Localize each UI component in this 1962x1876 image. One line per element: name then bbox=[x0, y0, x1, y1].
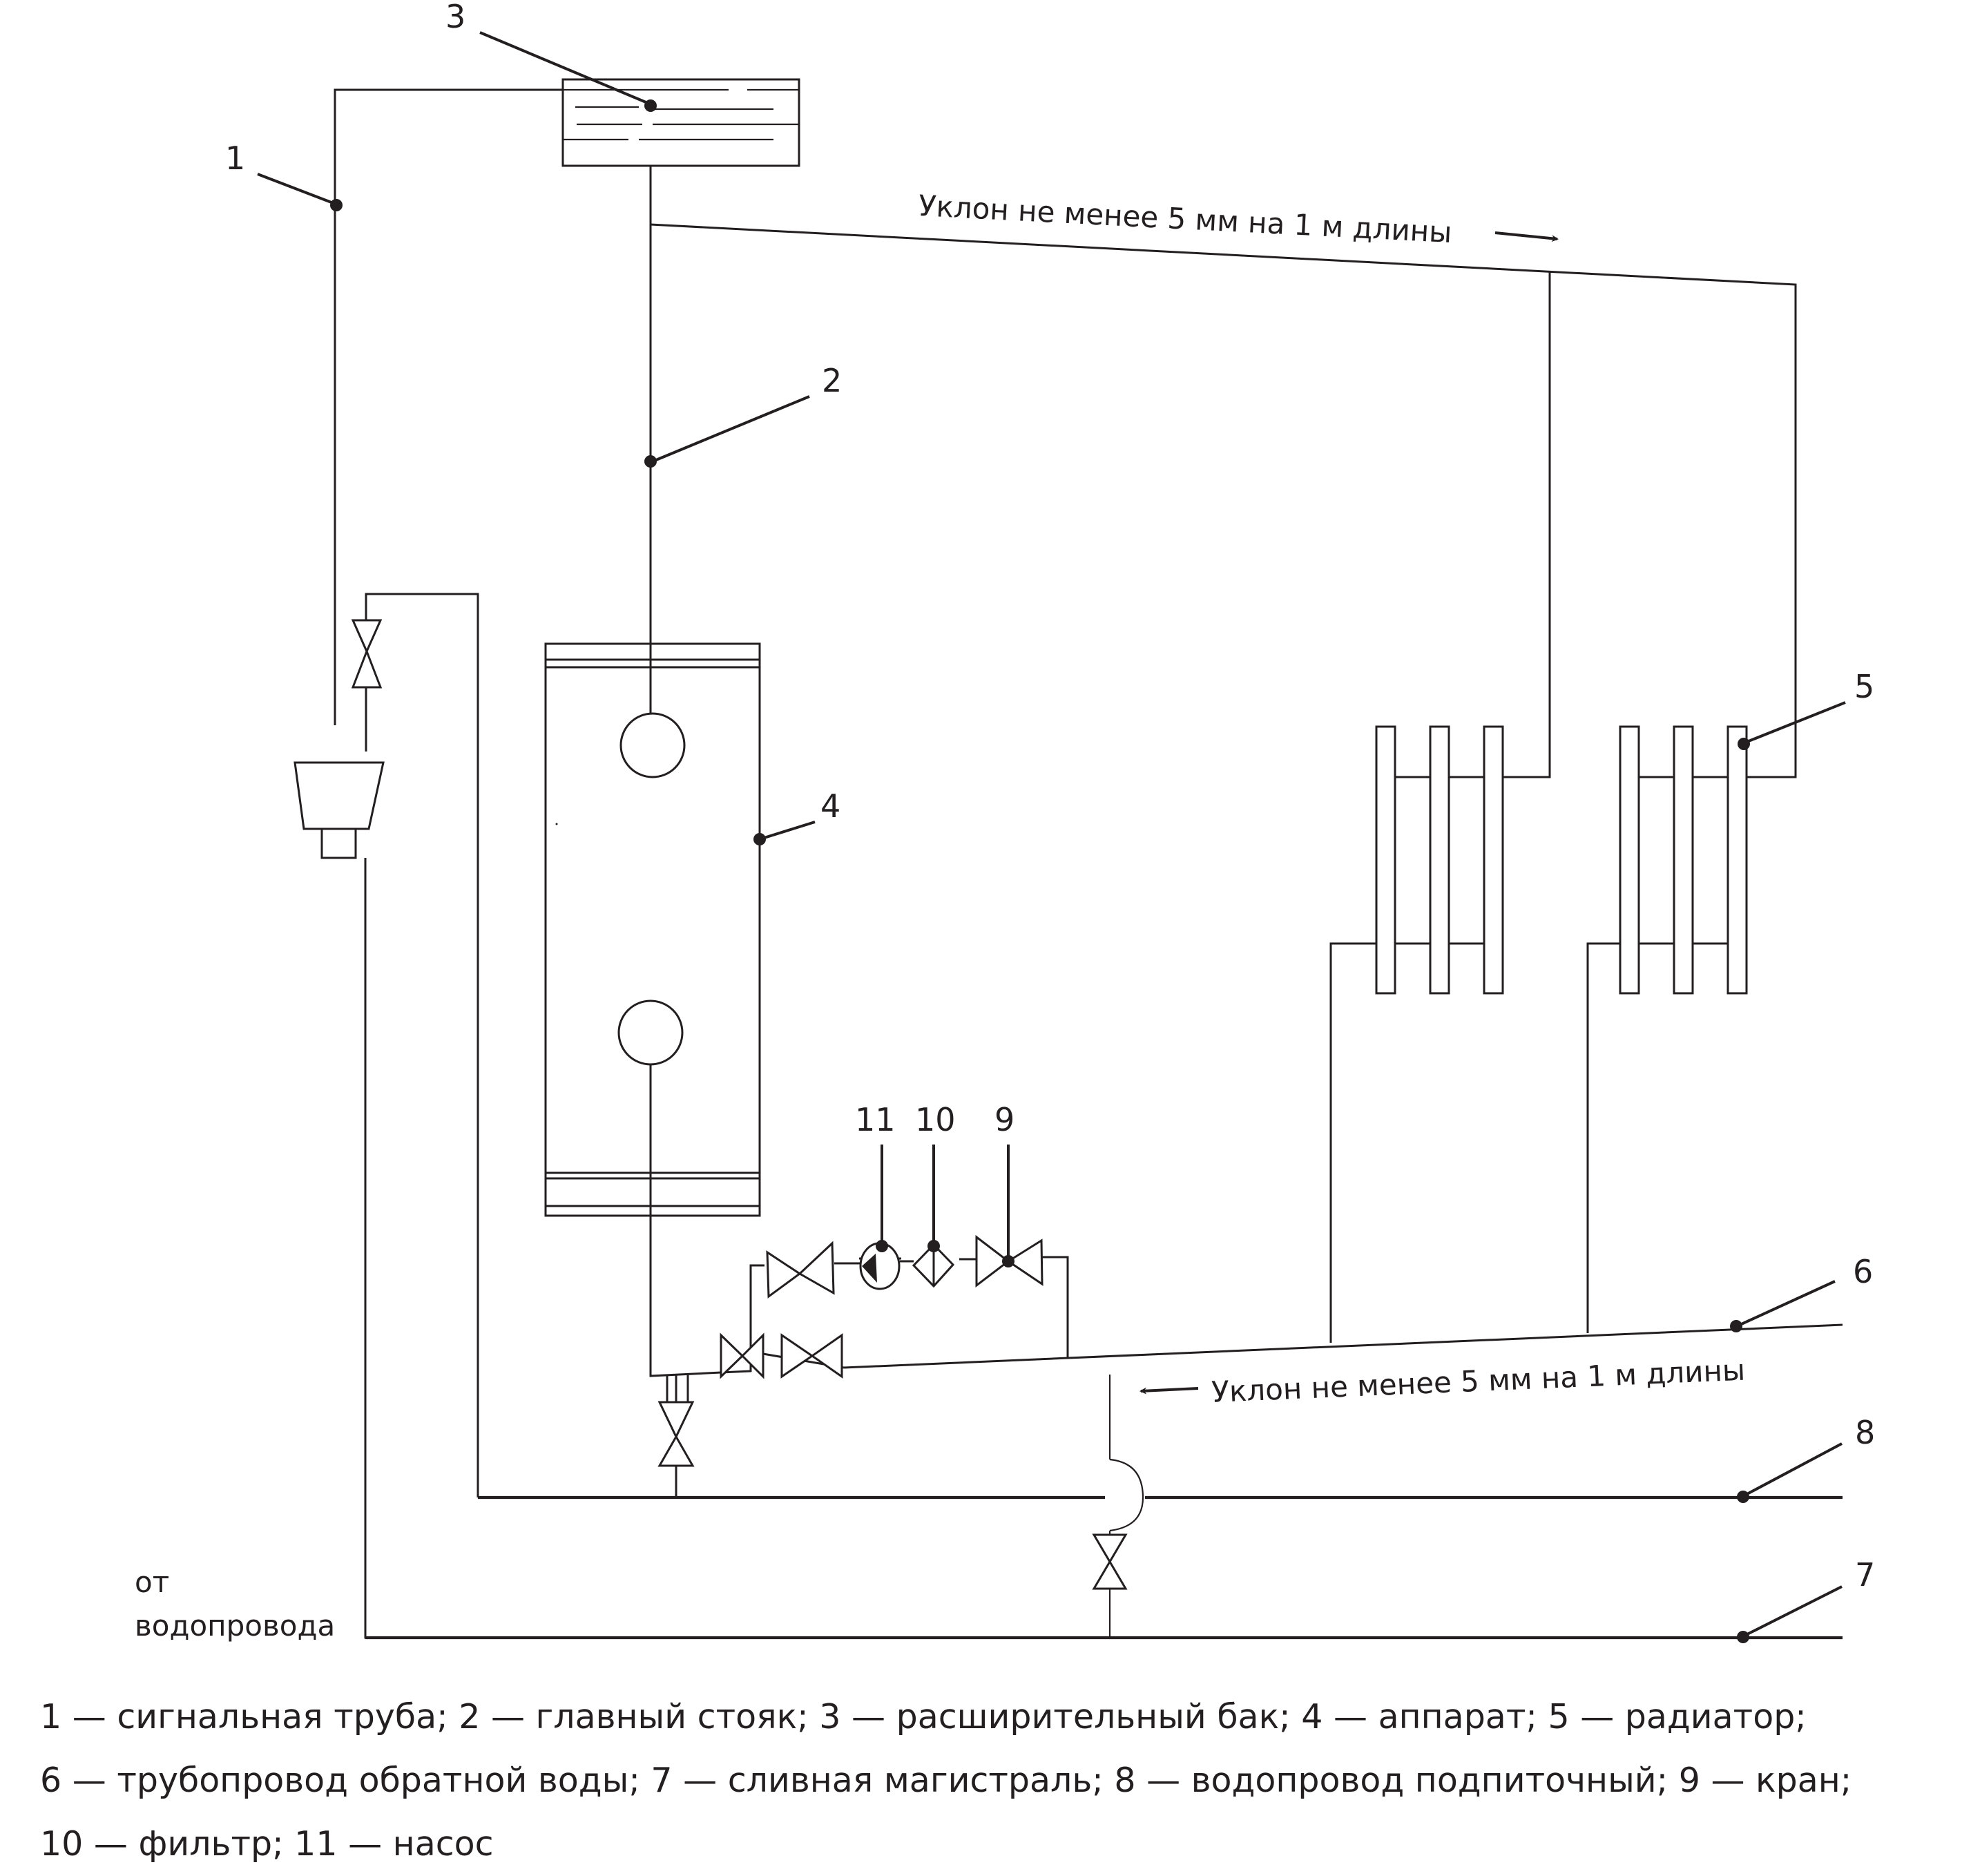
legend-line-3: 10 — фильтр; 11 — насос bbox=[40, 1824, 494, 1864]
callout-4-label: 4 bbox=[820, 787, 840, 825]
callout-9: 9 bbox=[994, 1101, 1014, 1267]
feed-valve[interactable] bbox=[351, 619, 383, 689]
slope-note-return: Уклон не менее 5 мм на 1 м длины bbox=[1211, 1353, 1746, 1409]
callout-10: 10 bbox=[915, 1101, 956, 1252]
legend-line-2: 6 — трубопровод обратной воды; 7 — сливн… bbox=[40, 1761, 1852, 1800]
callout-5-label: 5 bbox=[1854, 668, 1874, 705]
callout-9-label: 9 bbox=[994, 1101, 1014, 1138]
source-label-line1: от bbox=[135, 1565, 169, 1599]
drain-crossover bbox=[1108, 1375, 1144, 1638]
slope-note-supply-text: Уклон не менее 5 мм на 1 м длины bbox=[918, 189, 1453, 249]
callout-6: 6 bbox=[1730, 1253, 1873, 1332]
arrow-right-icon bbox=[1494, 231, 1559, 242]
callout-3-label: 3 bbox=[445, 0, 465, 35]
callout-3: 3 bbox=[445, 0, 657, 112]
boiler-apparatus bbox=[544, 642, 761, 1375]
bypass-valve[interactable] bbox=[766, 1241, 835, 1299]
funnel-icon bbox=[294, 761, 385, 859]
slope-note-supply: Уклон не менее 5 мм на 1 м длины bbox=[918, 189, 1453, 249]
callout-8: 8 bbox=[1737, 1414, 1875, 1503]
callout-1-label: 1 bbox=[225, 140, 245, 177]
callout-7-label: 7 bbox=[1855, 1556, 1875, 1593]
pump-icon[interactable] bbox=[859, 1242, 901, 1290]
callout-11: 11 bbox=[855, 1101, 896, 1252]
drain-valve[interactable] bbox=[1092, 1533, 1128, 1590]
callout-2-label: 2 bbox=[822, 362, 842, 399]
boiler-drain-valve[interactable] bbox=[657, 1375, 695, 1497]
callout-1: 1 bbox=[225, 140, 343, 211]
main-return-valve[interactable] bbox=[780, 1333, 843, 1379]
supply-line bbox=[650, 223, 1797, 778]
callout-11-label: 11 bbox=[855, 1101, 896, 1138]
stop-valve-9[interactable] bbox=[975, 1234, 1043, 1288]
callout-8-label: 8 bbox=[1855, 1414, 1875, 1451]
callout-6-label: 6 bbox=[1853, 1253, 1873, 1290]
callout-7: 7 bbox=[1737, 1556, 1875, 1643]
expansion-tank bbox=[561, 78, 800, 167]
return-line bbox=[649, 1323, 1843, 1404]
radiator-group-2 bbox=[1586, 725, 1748, 1333]
legend: 1 — сигнальная труба; 2 — главный стояк;… bbox=[40, 1685, 1960, 1876]
radiator-group-1 bbox=[1329, 725, 1504, 1343]
makeup-feed-assembly bbox=[294, 593, 1843, 1639]
callout-10-label: 10 bbox=[915, 1101, 956, 1138]
signal-pipe bbox=[334, 88, 563, 725]
callout-2: 2 bbox=[644, 362, 842, 468]
bypass-line bbox=[749, 1256, 1069, 1372]
callout-5: 5 bbox=[1738, 668, 1874, 750]
source-label-line2: водопровода bbox=[135, 1609, 335, 1643]
legend-line-1: 1 — сигнальная труба; 2 — главный стояк;… bbox=[40, 1697, 1807, 1736]
callout-4: 4 bbox=[753, 787, 840, 845]
arrow-left-icon bbox=[1139, 1387, 1199, 1395]
slope-note-return-text: Уклон не менее 5 мм на 1 м длины bbox=[1211, 1353, 1746, 1409]
